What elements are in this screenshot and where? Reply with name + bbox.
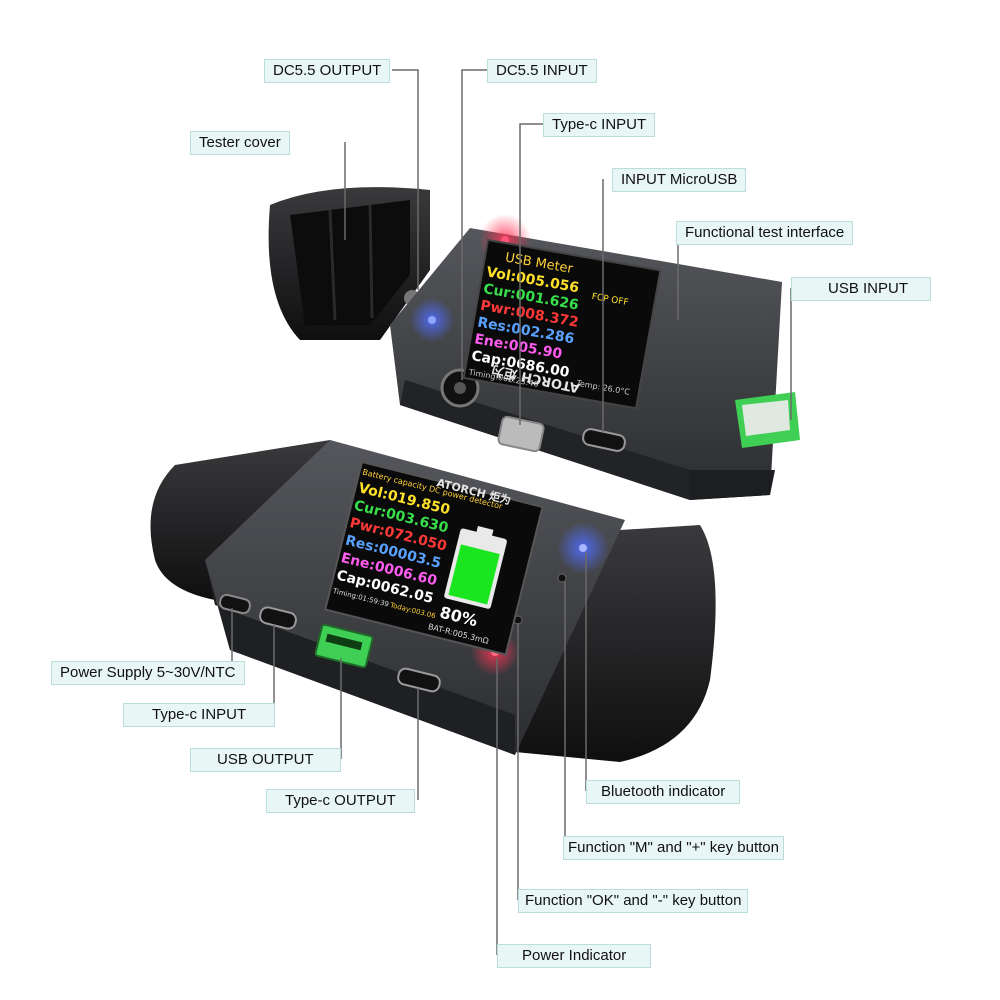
label-usb-output: USB OUTPUT: [190, 748, 341, 772]
bottom-screen: Battery capacity DC power detector Vol:0…: [324, 460, 544, 656]
label-usb-input: USB INPUT: [791, 277, 932, 301]
label-bluetooth-indicator: Bluetooth indicator: [586, 780, 741, 804]
label-tester-cover: Tester cover: [190, 131, 290, 155]
label-dc55-input: DC5.5 INPUT: [487, 59, 597, 83]
label-dc55-output: DC5.5 OUTPUT: [264, 59, 391, 83]
label-function-m-plus: Function "M" and "+" key button: [563, 836, 784, 860]
label-power-indicator: Power Indicator: [497, 944, 652, 968]
label-typec-input-bottom: Type-c INPUT: [123, 703, 276, 727]
top-screen: USB Meter Vol:005.056 Cur:001.626 Pwr:00…: [462, 238, 662, 410]
label-typec-output: Type-c OUTPUT: [266, 789, 415, 813]
leader-typec-input-top: [519, 123, 543, 425]
label-function-ok-minus: Function "OK" and "-" key button: [518, 889, 749, 913]
label-functional-test-interface: Functional test interface: [676, 221, 854, 245]
tester-cover-shape: [268, 187, 430, 340]
battery-fill: [448, 544, 500, 605]
label-power-supply: Power Supply 5~30V/NTC: [51, 661, 245, 685]
label-typec-input-top: Type-c INPUT: [543, 113, 656, 137]
leader-dc55-input: [461, 69, 487, 380]
leader-dc55-output: [392, 69, 419, 290]
label-input-microusb: INPUT MicroUSB: [612, 168, 747, 192]
